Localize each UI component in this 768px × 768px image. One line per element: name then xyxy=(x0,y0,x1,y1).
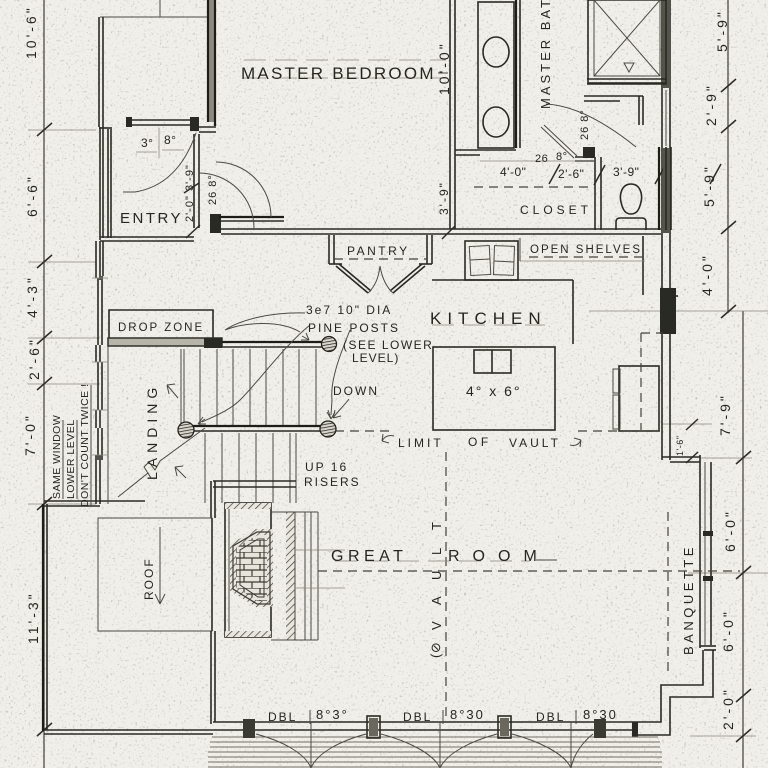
svg-text:4'-0": 4'-0" xyxy=(699,253,715,296)
svg-text:MASTER BEDROOM: MASTER BEDROOM xyxy=(241,64,437,83)
svg-text:A: A xyxy=(429,596,444,605)
svg-text:6'-6": 6'-6" xyxy=(24,174,40,217)
svg-text:3e7 10" DIA: 3e7 10" DIA xyxy=(306,303,392,317)
svg-text:(SEE LOWER: (SEE LOWER xyxy=(343,338,433,352)
svg-text:DROP ZONE: DROP ZONE xyxy=(118,322,204,334)
svg-text:2'-9": 2'-9" xyxy=(703,83,719,126)
svg-text:2'-0" 3'-9": 2'-0" 3'-9" xyxy=(184,164,196,222)
svg-text:4° x 6°: 4° x 6° xyxy=(466,383,522,399)
svg-text:LIMIT: LIMIT xyxy=(398,436,444,450)
svg-text:LOWER LEVEL: LOWER LEVEL xyxy=(65,419,77,499)
svg-text:26: 26 xyxy=(535,153,548,165)
svg-text:2'-6": 2'-6" xyxy=(558,167,584,181)
svg-text:DOWN: DOWN xyxy=(333,384,379,398)
svg-text:8°3°: 8°3° xyxy=(316,707,349,722)
svg-text:ROOF: ROOF xyxy=(142,557,156,600)
svg-text:PINE POSTS: PINE POSTS xyxy=(308,321,400,335)
svg-text:MASTER BATH: MASTER BATH xyxy=(538,0,553,109)
svg-text:LANDING: LANDING xyxy=(144,383,160,480)
svg-text:OPEN SHELVES: OPEN SHELVES xyxy=(530,244,642,256)
svg-text:10'-6": 10'-6" xyxy=(23,5,39,59)
svg-text:T: T xyxy=(429,522,444,530)
svg-text:OF: OF xyxy=(468,435,492,449)
svg-text:8°: 8° xyxy=(164,133,176,147)
svg-text:DON'T COUNT TWICE !: DON'T COUNT TWICE ! xyxy=(79,383,91,507)
svg-text:VAULT: VAULT xyxy=(509,436,561,450)
svg-text:GREAT: GREAT xyxy=(331,548,407,565)
svg-text:ENTRY: ENTRY xyxy=(120,210,183,227)
svg-text:5'-9": 5'-9" xyxy=(714,9,730,52)
svg-text:SAME WINDOW: SAME WINDOW xyxy=(51,415,63,499)
svg-text:3'-9": 3'-9" xyxy=(437,181,451,215)
svg-text:UP 16: UP 16 xyxy=(305,460,348,474)
svg-text:LEVEL): LEVEL) xyxy=(352,351,399,365)
svg-text:3°: 3° xyxy=(141,136,153,150)
svg-text:RISERS: RISERS xyxy=(304,475,361,489)
svg-text:V: V xyxy=(429,621,444,630)
svg-text:L: L xyxy=(429,547,444,555)
svg-text:DBL: DBL xyxy=(403,710,432,724)
svg-text:7'-9": 7'-9" xyxy=(717,393,733,436)
svg-text:3'-9": 3'-9" xyxy=(613,165,639,179)
svg-text:1'-6": 1'-6" xyxy=(675,436,685,456)
svg-text:ROOM: ROOM xyxy=(448,548,550,565)
svg-text:8°30: 8°30 xyxy=(450,707,485,722)
svg-text:8°30: 8°30 xyxy=(583,707,618,722)
svg-text:4'-3": 4'-3" xyxy=(24,275,40,318)
svg-text:U: U xyxy=(429,570,444,580)
svg-text:4'-0": 4'-0" xyxy=(500,165,526,179)
svg-text:KITCHEN: KITCHEN xyxy=(430,309,547,328)
svg-text:DBL: DBL xyxy=(268,710,297,724)
svg-text:PANTRY: PANTRY xyxy=(347,244,410,258)
svg-text:26 8°: 26 8° xyxy=(579,109,591,140)
svg-text:CLOSET: CLOSET xyxy=(520,203,592,217)
svg-text:BANQUETTE: BANQUETTE xyxy=(681,544,696,655)
svg-text:6'-0": 6'-0" xyxy=(720,609,736,652)
svg-text:2'-0": 2'-0" xyxy=(720,687,736,730)
svg-text:26 8°: 26 8° xyxy=(207,174,219,205)
svg-text:2'-6": 2'-6" xyxy=(26,337,42,380)
svg-text:DBL: DBL xyxy=(536,710,565,724)
svg-text:7'-0": 7'-0" xyxy=(22,413,38,456)
svg-text:(⊘: (⊘ xyxy=(428,642,443,658)
svg-text:8°: 8° xyxy=(556,151,568,163)
svg-text:10'-0": 10'-0" xyxy=(436,41,452,95)
svg-text:5'-9": 5'-9" xyxy=(701,164,717,207)
svg-text:6'-0": 6'-0" xyxy=(722,509,738,552)
svg-text:11'-3": 11'-3" xyxy=(25,591,41,644)
